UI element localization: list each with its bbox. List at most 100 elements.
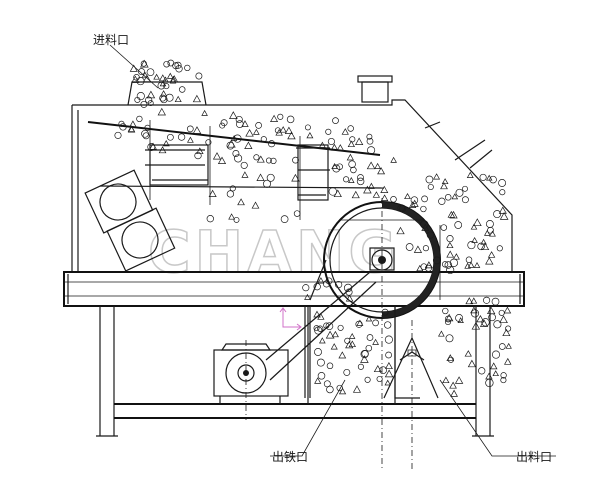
particle — [145, 96, 153, 104]
particle — [484, 229, 491, 236]
particle — [413, 245, 423, 253]
particle — [230, 135, 238, 141]
particle — [345, 340, 354, 349]
particle — [235, 115, 243, 124]
particle — [332, 164, 341, 173]
particle — [174, 95, 182, 103]
particle — [493, 210, 502, 219]
particle — [330, 143, 339, 151]
particle — [390, 196, 397, 203]
particle — [467, 261, 475, 268]
particle — [444, 318, 452, 326]
particle — [454, 376, 464, 384]
particle — [157, 107, 166, 116]
particle — [344, 337, 351, 344]
particle — [379, 366, 387, 375]
particle — [384, 369, 394, 378]
particle — [345, 288, 353, 296]
particle — [286, 115, 295, 124]
particle — [487, 306, 496, 315]
particle — [420, 205, 427, 213]
particle — [438, 330, 445, 337]
particle — [163, 60, 170, 68]
particle — [349, 136, 356, 143]
particle — [341, 128, 349, 135]
particle — [505, 342, 512, 349]
particle — [291, 173, 300, 182]
particle — [159, 80, 167, 87]
housing — [71, 75, 513, 272]
particle — [192, 94, 201, 103]
particle — [444, 261, 453, 269]
particle — [367, 146, 376, 155]
watermark-text: CHANG — [148, 218, 400, 286]
particle — [445, 334, 454, 343]
particle — [351, 190, 360, 199]
particle — [504, 357, 512, 365]
particle — [405, 243, 414, 251]
particle — [384, 379, 391, 386]
particle — [420, 263, 428, 271]
particle — [208, 189, 217, 197]
particle — [153, 73, 160, 80]
particle — [233, 216, 240, 223]
particle — [304, 124, 311, 131]
particle — [149, 142, 157, 150]
particle — [373, 364, 382, 373]
particle — [464, 262, 471, 269]
axis-marker — [279, 307, 302, 331]
particle — [317, 313, 325, 320]
particle — [237, 198, 245, 206]
particle — [317, 277, 325, 284]
particle — [325, 128, 332, 135]
particle — [160, 90, 168, 97]
particle — [234, 154, 243, 163]
particle — [384, 335, 393, 344]
support-legs — [96, 306, 494, 437]
particle — [313, 325, 320, 332]
particle — [319, 337, 326, 344]
particle — [364, 376, 371, 383]
particle — [462, 185, 468, 192]
particle — [114, 131, 122, 139]
particle — [444, 194, 452, 201]
particle — [260, 136, 267, 143]
particle — [498, 206, 507, 214]
particle — [226, 141, 235, 150]
particle — [347, 125, 354, 132]
particle — [500, 372, 507, 379]
particle — [244, 141, 253, 149]
particle — [338, 351, 347, 359]
particle — [408, 201, 417, 208]
particle — [192, 126, 202, 134]
particle — [487, 226, 494, 234]
particle — [385, 361, 393, 370]
particle — [348, 160, 356, 168]
particle — [142, 132, 150, 140]
particle — [245, 128, 254, 137]
particle — [327, 137, 335, 146]
particle — [280, 215, 289, 223]
particle — [279, 126, 287, 133]
particle — [432, 256, 441, 265]
particle — [426, 231, 435, 239]
particle — [476, 314, 485, 323]
particle — [220, 119, 228, 127]
particle — [187, 136, 194, 143]
particle — [141, 129, 149, 138]
particle — [416, 264, 424, 272]
particle — [318, 141, 326, 148]
particle — [505, 325, 512, 332]
particle — [322, 280, 331, 288]
particle — [450, 389, 458, 397]
particle — [385, 351, 392, 359]
particle — [287, 131, 296, 140]
particle — [194, 151, 202, 160]
particle — [374, 162, 381, 169]
particle — [480, 242, 490, 251]
particle — [491, 297, 500, 306]
particle — [489, 230, 496, 237]
particle — [134, 96, 141, 103]
particle — [292, 156, 299, 164]
particle — [352, 385, 361, 393]
